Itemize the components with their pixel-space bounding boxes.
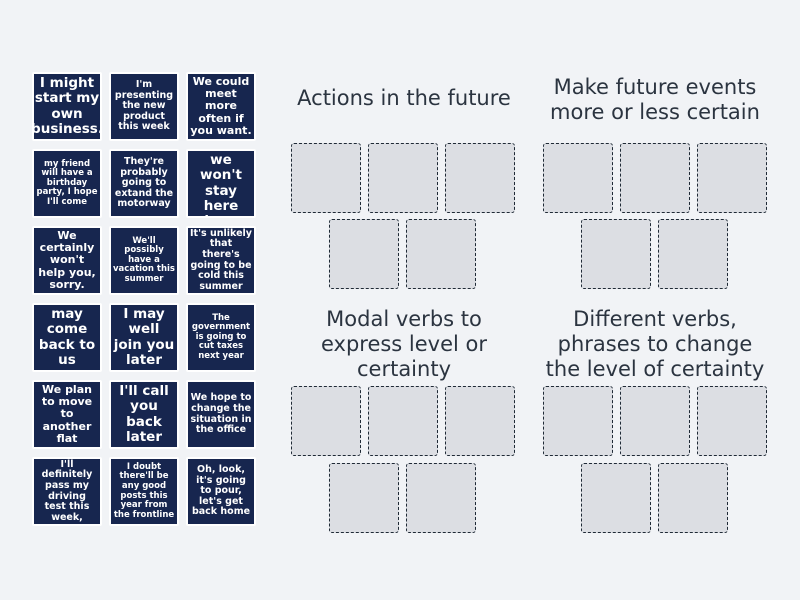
card-text: I think we won't stay here long bbox=[190, 151, 252, 216]
draggable-card[interactable]: The government is going to cut taxes nex… bbox=[186, 303, 256, 372]
drop-slot[interactable] bbox=[581, 219, 651, 289]
drop-slot[interactable] bbox=[329, 463, 399, 533]
group-title: Make future events more or less certain bbox=[550, 75, 760, 125]
card-text-segment: The government is going to cut taxes nex… bbox=[191, 312, 251, 361]
card-text-segment: going to extand the motorway bbox=[114, 177, 174, 210]
card-text-segment: I'm presenting the new product this week bbox=[114, 78, 174, 133]
card-text-segment: pass my driving test this week, bbox=[44, 479, 90, 523]
drop-slot[interactable] bbox=[329, 219, 399, 289]
card-text: We could meet more often if you want. bbox=[190, 74, 252, 138]
card-text: I may well join you later bbox=[113, 306, 175, 368]
card-emphasis-text: definitely bbox=[41, 469, 93, 481]
card-text-segment: It's unlikely that there's going to be c… bbox=[190, 227, 252, 292]
draggable-card[interactable]: She may come back to us soon. bbox=[32, 303, 102, 372]
card-text-segment: I doubt there'll be any good posts this … bbox=[113, 461, 175, 520]
draggable-card[interactable]: I may well join you later bbox=[109, 303, 179, 372]
drop-slot[interactable] bbox=[368, 143, 438, 213]
drop-slot[interactable] bbox=[543, 143, 613, 213]
card-text-segment: my friend will have a birthday party, I … bbox=[36, 158, 98, 207]
drop-slot[interactable] bbox=[406, 219, 476, 289]
card-text-segment: We bbox=[57, 228, 77, 242]
group-title: Different verbs, phrases to change the l… bbox=[545, 307, 765, 382]
card-text: I might start my own business. bbox=[32, 75, 102, 137]
card-text: We hope to change the situation in the o… bbox=[190, 392, 252, 436]
draggable-card[interactable]: I'll definitely pass my driving test thi… bbox=[32, 457, 102, 526]
drop-slot[interactable] bbox=[368, 386, 438, 456]
draggable-card[interactable]: We hope to change the situation in the o… bbox=[186, 380, 256, 449]
drop-slot[interactable] bbox=[620, 143, 690, 213]
draggable-card[interactable]: I think we won't stay here long bbox=[186, 149, 256, 218]
card-text-segment: I'll call you back later bbox=[119, 383, 169, 445]
draggable-card[interactable]: They're probably going to extand the mot… bbox=[109, 149, 179, 218]
draggable-card[interactable]: my friend will have a birthday party, I … bbox=[32, 149, 102, 218]
draggable-card[interactable]: I doubt there'll be any good posts this … bbox=[109, 457, 179, 526]
group-title: Modal verbs to express level or certaint… bbox=[320, 307, 488, 382]
draggable-card[interactable]: I might start my own business. bbox=[32, 72, 102, 141]
drop-slot[interactable] bbox=[445, 143, 515, 213]
drop-slot[interactable] bbox=[697, 143, 767, 213]
card-text-segment: We plan to move to another flat bbox=[41, 382, 93, 445]
card-text-segment: We could meet more often if you want. bbox=[190, 74, 252, 137]
card-text: We certainly won't help you, sorry. bbox=[36, 228, 98, 292]
card-text: I'm presenting the new product this week bbox=[113, 78, 175, 133]
drop-slot[interactable] bbox=[445, 386, 515, 456]
drop-slot[interactable] bbox=[697, 386, 767, 456]
card-text-segment: Oh, look, it's going to pour, let's get … bbox=[191, 463, 251, 518]
group-title: Actions in the future bbox=[297, 86, 511, 110]
drop-slot[interactable] bbox=[543, 386, 613, 456]
card-text-segment: have a vacation this summer bbox=[113, 254, 175, 284]
card-text: We'll possibly have a vacation this summ… bbox=[113, 235, 175, 285]
draggable-card[interactable]: We could meet more often if you want. bbox=[186, 72, 256, 141]
draggable-card[interactable]: We plan to move to another flat bbox=[32, 380, 102, 449]
card-text: I'll definitely pass my driving test thi… bbox=[36, 458, 98, 524]
card-text: The government is going to cut taxes nex… bbox=[190, 312, 252, 362]
drop-slot[interactable] bbox=[581, 463, 651, 533]
card-text: Oh, look, it's going to pour, let's get … bbox=[190, 463, 252, 518]
draggable-card[interactable]: It's unlikely that there's going to be c… bbox=[186, 226, 256, 295]
draggable-card[interactable]: We certainly won't help you, sorry. bbox=[32, 226, 102, 295]
card-text-segment: I think we won't stay here long bbox=[196, 151, 245, 216]
draggable-card[interactable]: I'm presenting the new product this week bbox=[109, 72, 179, 141]
card-text-segment: I may well join you later bbox=[113, 306, 175, 368]
drop-slot[interactable] bbox=[658, 463, 728, 533]
drop-slot[interactable] bbox=[291, 143, 361, 213]
draggable-card[interactable]: Oh, look, it's going to pour, let's get … bbox=[186, 457, 256, 526]
card-text: my friend will have a birthday party, I … bbox=[36, 158, 98, 208]
drop-slot[interactable] bbox=[658, 219, 728, 289]
card-emphasis-text: certainly bbox=[39, 241, 95, 255]
drop-slot[interactable] bbox=[620, 386, 690, 456]
card-text: I'll call you back later bbox=[113, 383, 175, 445]
card-text-segment: She may come back to us soon. bbox=[38, 305, 96, 370]
drop-slot[interactable] bbox=[291, 386, 361, 456]
card-text-segment: We'll bbox=[132, 235, 156, 246]
card-text-segment: won't help you, sorry. bbox=[38, 253, 96, 291]
draggable-card[interactable]: I'll call you back later bbox=[109, 380, 179, 449]
card-text: She may come back to us soon. bbox=[36, 305, 98, 370]
card-text: I doubt there'll be any good posts this … bbox=[113, 461, 175, 520]
card-text-segment: We hope to change the situation in the o… bbox=[190, 392, 252, 436]
draggable-card[interactable]: We'll possibly have a vacation this summ… bbox=[109, 226, 179, 295]
card-emphasis-text: possibly bbox=[124, 245, 164, 256]
card-text-segment: I might start my own business. bbox=[32, 75, 102, 137]
card-text: They're probably going to extand the mot… bbox=[113, 155, 175, 210]
card-emphasis-text: probably bbox=[120, 166, 168, 178]
card-text-segment: I'll bbox=[60, 458, 74, 470]
card-text: We plan to move to another flat bbox=[36, 382, 98, 446]
card-text-segment: They're bbox=[124, 155, 164, 167]
drop-slot[interactable] bbox=[406, 463, 476, 533]
card-text: It's unlikely that there's going to be c… bbox=[190, 227, 252, 293]
